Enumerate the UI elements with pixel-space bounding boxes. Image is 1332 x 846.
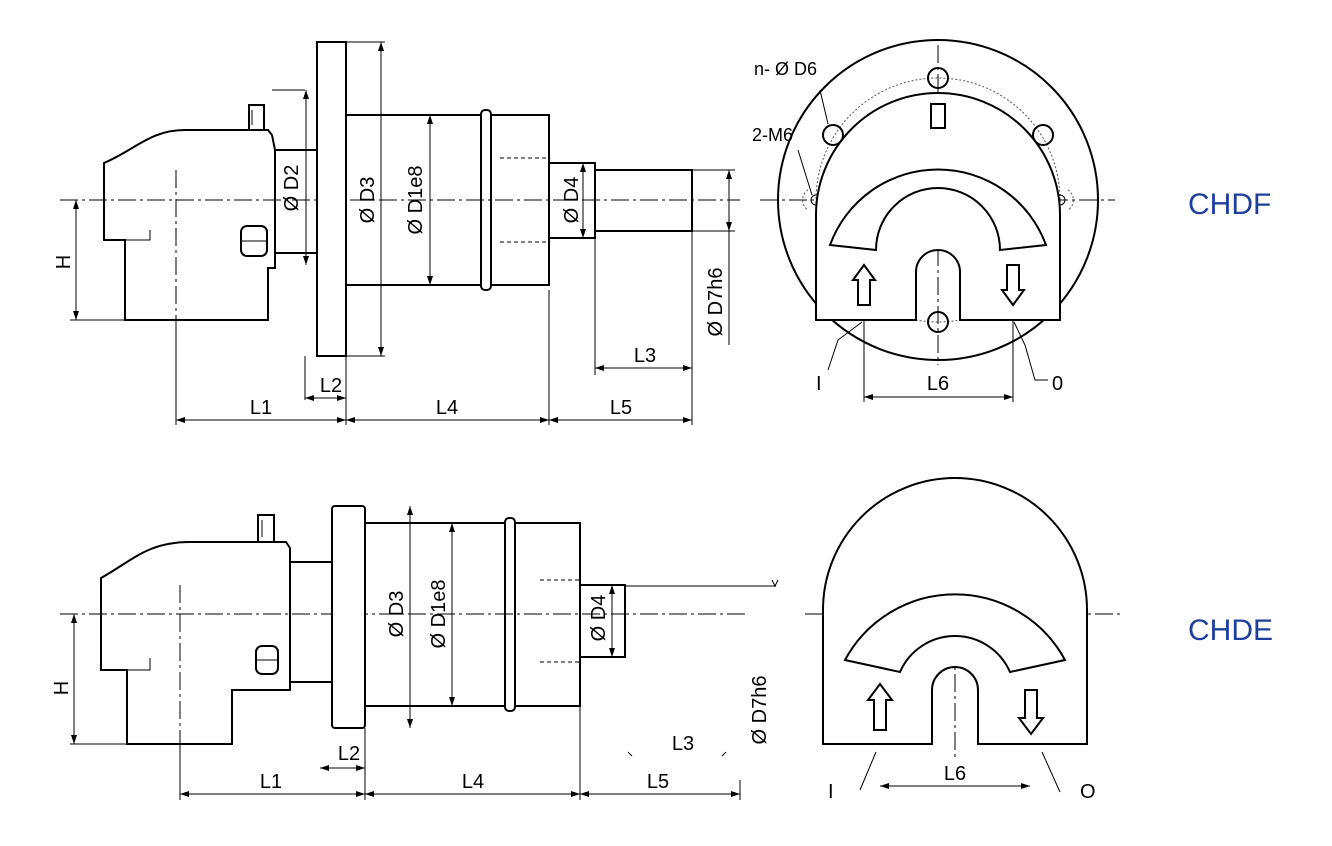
model-title-chdf: CHDF <box>1188 188 1271 221</box>
d6-label: n- Ø D6 <box>754 59 817 79</box>
l6-label-top: L6 <box>927 373 949 395</box>
d4-label-bottom: Ø D4 <box>588 595 610 642</box>
chde-side-view: H Ø D3 Ø D1e8 Ø D4 Ø D7h6 L3 L2 L1 L4 L5 <box>51 505 779 800</box>
d4-label: Ø D4 <box>561 177 583 224</box>
l6-label-bottom: L6 <box>944 763 966 785</box>
inlet-label-bottom: I <box>828 781 834 803</box>
l3-label-bottom: L3 <box>672 733 694 755</box>
d3-label-bottom: Ø D3 <box>386 591 408 638</box>
l4-label: L4 <box>436 397 458 419</box>
l5-label: L5 <box>610 397 632 419</box>
l5-label-bottom: L5 <box>647 771 669 793</box>
d7-label: Ø D7h6 <box>705 268 727 337</box>
l2-label-bottom: L2 <box>338 743 360 765</box>
l1-label-bottom: L1 <box>260 771 282 793</box>
l4-label-bottom: L4 <box>462 771 484 793</box>
l3-label: L3 <box>634 345 656 367</box>
l2-label: L2 <box>320 375 342 397</box>
chde-front-view: I O L6 <box>805 477 1120 803</box>
inlet-label-top: I <box>816 373 822 395</box>
h-label-bottom: H <box>51 681 73 695</box>
chdf-side-view: H Ø D2 Ø D3 Ø D1e8 Ø D4 Ø D7h6 L3 L2 L1 … <box>53 41 740 425</box>
d3-label: Ø D3 <box>357 177 379 224</box>
h-label: H <box>53 255 75 269</box>
outlet-label-bottom: O <box>1080 781 1096 803</box>
model-title-chde: CHDE <box>1188 614 1273 647</box>
d1-label-bottom: Ø D1e8 <box>428 580 450 649</box>
outlet-label-top: 0 <box>1052 373 1063 395</box>
d2-label: Ø D2 <box>281 165 303 212</box>
m6-label: 2-M6 <box>752 125 793 145</box>
chdf-front-view: n- Ø D6 2-M6 I 0 L6 <box>752 39 1115 402</box>
d7-label-bottom: Ø D7h6 <box>749 676 771 745</box>
d1-label: Ø D1e8 <box>405 166 427 235</box>
l1-label: L1 <box>250 397 272 419</box>
